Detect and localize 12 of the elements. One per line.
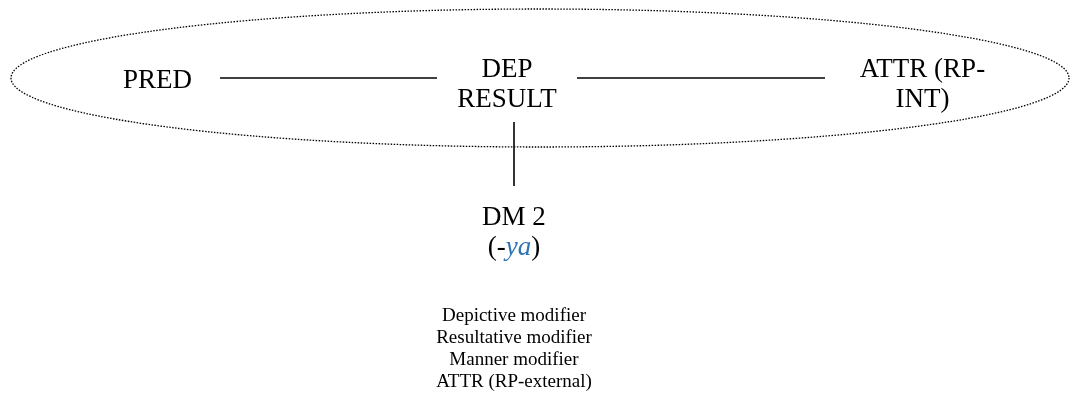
node-label: ATTR (RP-INT) [858,53,987,113]
connector-line [513,121,515,187]
suffix-label: (-ya) [487,231,541,261]
connector-line [219,77,438,79]
connector-line [576,77,826,79]
modifier-label: Depictive modifier [441,304,587,326]
node-label: DM 2 [482,201,546,231]
modifier-label: ATTR (RP-external) [435,370,593,392]
node-label: DEP RESULT [456,53,558,113]
node-label: PRED [123,64,192,94]
modifier-label: Resultative modifier [435,326,593,348]
modifier-label: Manner modifier [448,348,580,370]
